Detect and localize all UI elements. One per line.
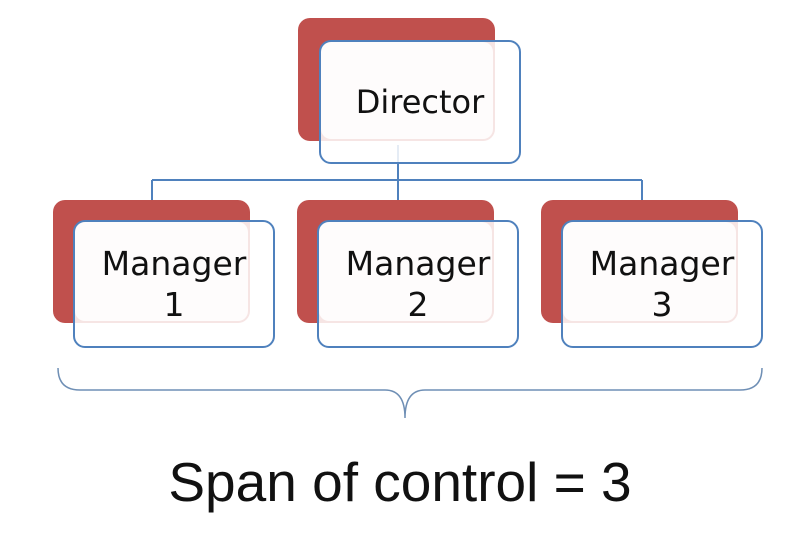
director-node: Director [298,18,523,166]
node-box [319,40,521,164]
node-box [73,220,275,348]
node-box [561,220,763,348]
manager-1-label: Manager 1 [101,243,247,324]
manager-1-node: Manager 1 [53,200,275,348]
director-label: Director [355,83,485,121]
manager-2-node: Manager 2 [297,200,519,348]
span-of-control-caption: Span of control = 3 [168,451,632,513]
manager-3-node: Manager 3 [541,200,763,348]
manager-3-label: Manager 3 [589,243,735,324]
manager-2-label: Manager 2 [345,243,491,324]
node-box [317,220,519,348]
span-bracket [57,367,763,419]
